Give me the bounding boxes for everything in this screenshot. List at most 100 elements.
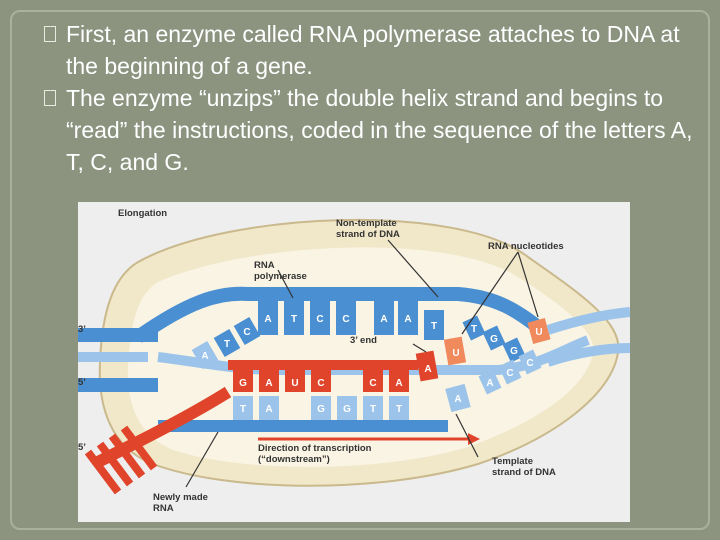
transcription-diagram: A T C C A A T A T C G A — [78, 202, 630, 522]
bullet-item: The enzyme “unzips” the double helix str… — [44, 82, 694, 178]
rna-bases: G A U C C A — [233, 370, 409, 392]
diagram-title: Elongation — [118, 208, 167, 219]
incoming-nucleotides: A U U — [415, 318, 551, 382]
top-base — [398, 301, 418, 335]
base-letter: A — [395, 378, 402, 389]
diag-base — [498, 359, 522, 385]
direction-label: (“downstream”) — [258, 454, 330, 465]
base-letter: C — [342, 314, 349, 325]
non-template-backbone — [133, 286, 543, 343]
diag-base — [478, 369, 502, 395]
newly-made-label: Newly made — [153, 492, 208, 503]
bottom-base — [311, 396, 331, 420]
nucleotide — [527, 318, 551, 344]
base-letter: T — [431, 321, 437, 332]
rna-base — [389, 370, 409, 392]
nucleotide — [415, 350, 439, 382]
base-letter: T — [396, 404, 402, 415]
base-letter: T — [370, 404, 376, 415]
base-letter: G — [343, 404, 351, 415]
rna-exit — [84, 386, 232, 495]
bottom-base — [445, 383, 471, 413]
strand-end-mark: 5’ — [78, 442, 86, 453]
base-letter: T — [240, 404, 246, 415]
top-base — [258, 301, 278, 335]
diag-base — [233, 316, 261, 346]
slide-border — [10, 10, 710, 530]
polymerase-label: polymerase — [254, 271, 307, 282]
non-template-label: Non-template — [336, 218, 397, 229]
left-strand-bottom — [78, 378, 158, 392]
base-letter: A — [486, 378, 493, 389]
base-letter: G — [239, 378, 247, 389]
diag-base — [482, 325, 506, 351]
bullet-list: First, an enzyme called RNA polymerase a… — [44, 18, 694, 178]
right-diagonal-bases: T G G A C C — [462, 315, 542, 395]
non-template-label: strand of DNA — [336, 229, 400, 240]
polymerase-label: RNA — [254, 260, 275, 271]
base-letter: A — [265, 404, 272, 415]
bottom-base — [363, 396, 383, 420]
bottom-base — [233, 396, 253, 420]
right-dna-exit — [546, 307, 630, 335]
rna-base — [233, 370, 253, 392]
newly-made-label: RNA — [153, 503, 174, 514]
base-letter: C — [526, 358, 533, 369]
nucleotides-label: RNA nucleotides — [488, 241, 564, 252]
bottom-base — [337, 396, 357, 420]
right-dna-exit-lower — [546, 343, 630, 367]
base-letter: A — [454, 394, 461, 405]
top-base-row — [258, 301, 444, 340]
top-base — [424, 310, 444, 340]
base-letter: A — [380, 314, 387, 325]
diag-base — [518, 349, 542, 375]
left-strand-mid — [78, 352, 148, 362]
base-letter: G — [317, 404, 325, 415]
top-base — [336, 301, 356, 335]
top-base — [284, 301, 304, 335]
bullet-box-icon — [44, 90, 56, 106]
bullet-text: First, an enzyme called RNA polymerase a… — [66, 21, 680, 79]
base-letter: A — [404, 314, 411, 325]
strand-end-mark: 3’ — [78, 324, 86, 335]
nucleotide — [443, 336, 467, 366]
rna-strand — [228, 360, 418, 370]
base-letter: G — [510, 346, 518, 357]
base-letter: T — [471, 324, 477, 335]
bullet-text: The enzyme “unzips” the double helix str… — [66, 85, 693, 175]
rna-base — [363, 370, 383, 392]
top-base-letters: A T C C A A T — [264, 314, 437, 332]
base-letter: U — [291, 378, 298, 389]
base-letter: C — [243, 327, 250, 338]
rna-base — [311, 370, 331, 392]
template-label: strand of DNA — [492, 467, 556, 478]
direction-label: Direction of transcription — [258, 443, 372, 454]
bullet-box-icon — [44, 26, 56, 42]
top-base — [374, 301, 394, 335]
base-letter: A — [264, 314, 271, 325]
rna-base — [285, 370, 305, 392]
base-letter: U — [535, 327, 542, 338]
bullet-item: First, an enzyme called RNA polymerase a… — [44, 18, 694, 82]
base-letter: C — [506, 368, 513, 379]
strand-end-mark: 5’ — [78, 377, 86, 388]
template-lower-strand — [158, 420, 448, 432]
bottom-base — [259, 396, 279, 420]
base-letter: C — [317, 378, 324, 389]
base-letter: C — [316, 314, 323, 325]
top-base — [310, 301, 330, 335]
rna-base — [259, 370, 279, 392]
bottom-base-row: T A G G T T A — [233, 383, 471, 420]
base-letter: G — [490, 334, 498, 345]
base-letter: A — [201, 351, 208, 362]
diag-base — [462, 315, 486, 341]
diagram-canvas: A T C C A A T A T C G A — [78, 208, 630, 514]
base-letter: T — [291, 314, 297, 325]
direction-arrowhead — [468, 433, 480, 445]
base-letter: T — [224, 339, 230, 350]
base-letter: A — [265, 378, 272, 389]
template-label: Template — [492, 456, 533, 467]
bottom-base — [389, 396, 409, 420]
pointer-lines — [185, 239, 539, 488]
base-letter: C — [369, 378, 376, 389]
